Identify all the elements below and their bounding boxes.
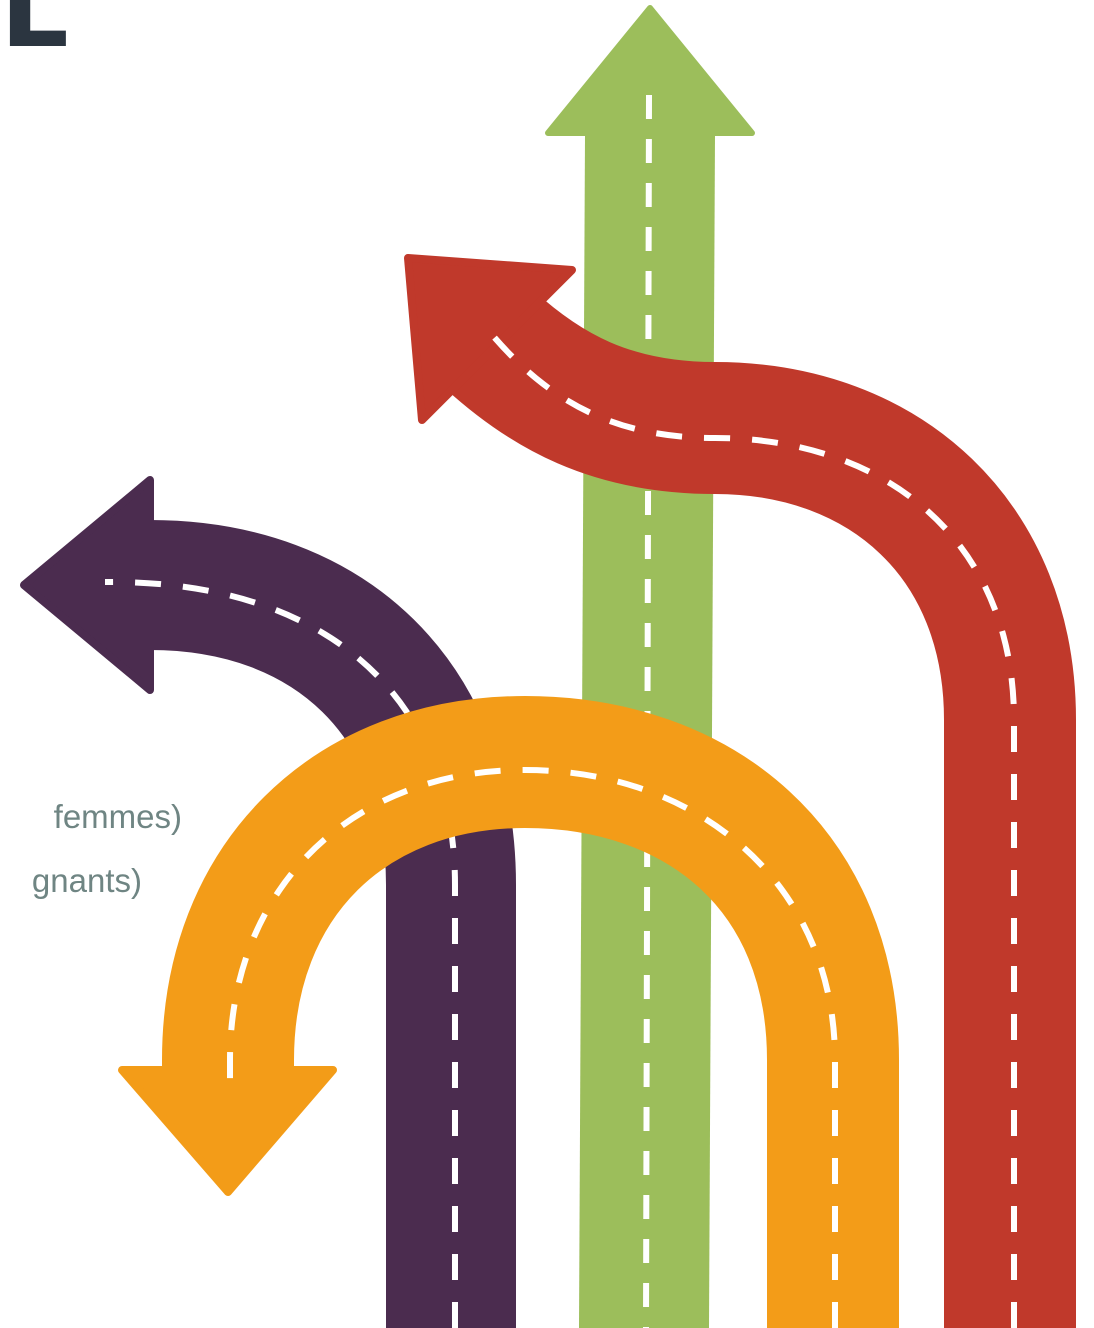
- purple-road-arrowhead: [20, 476, 154, 694]
- orange-road-lane-dash: [227, 766, 838, 1328]
- green-road-lane-dash: [643, 94, 652, 1328]
- green-road-arrowhead: [545, 5, 755, 136]
- orange-road-body: [162, 695, 899, 1328]
- orange-road-arrowhead: [118, 1066, 337, 1196]
- page-title-fragment: L: [0, 0, 69, 72]
- red-road-arrowhead: [404, 254, 576, 424]
- red-road-lane-dash: [485, 328, 1017, 1328]
- red-road-arrow: [404, 254, 1076, 1328]
- caption-line-1: femmes): [53, 798, 182, 835]
- orange-road-arrow: [118, 695, 899, 1328]
- green-road-arrow: [545, 5, 755, 1328]
- caption-line-2: gnants): [31, 862, 142, 899]
